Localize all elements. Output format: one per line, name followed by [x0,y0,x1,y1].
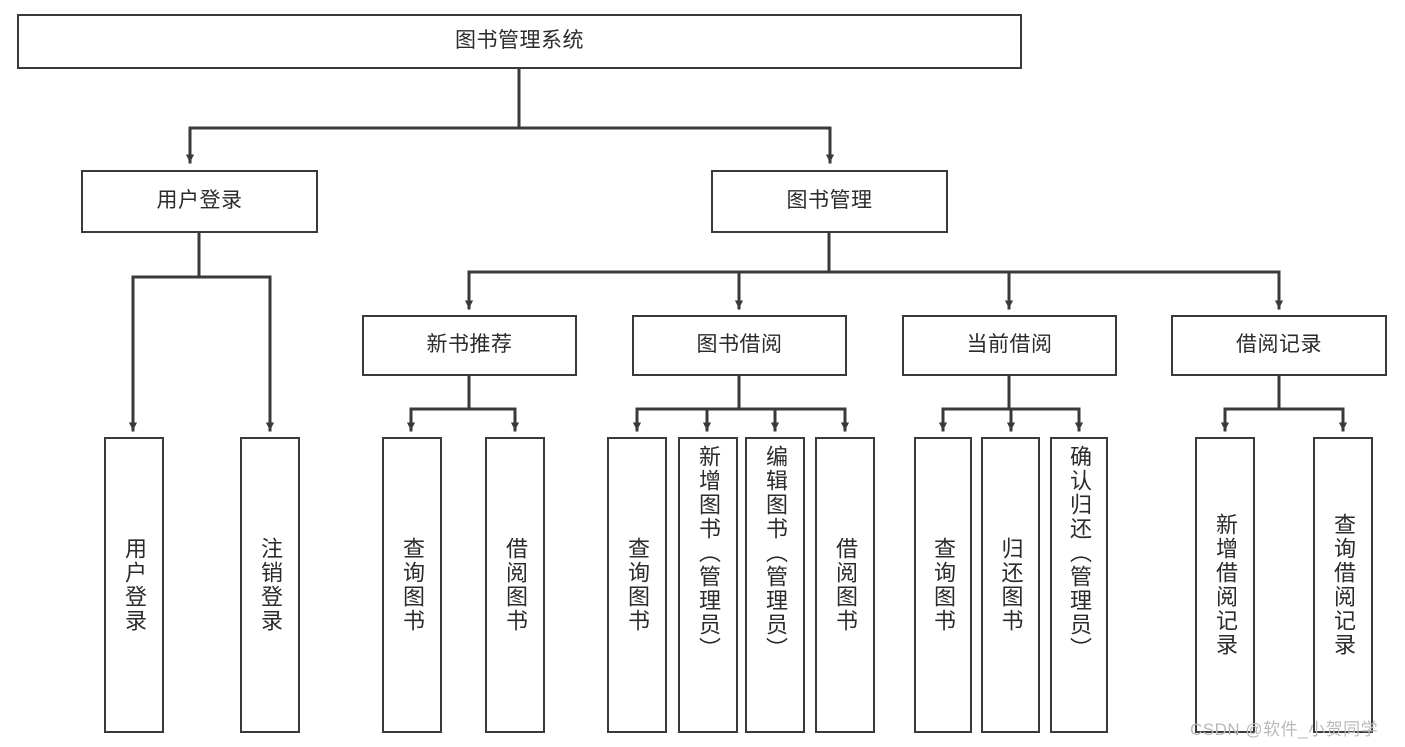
node-root-system[interactable]: 图书管理系统 [17,14,1022,69]
node-book-management-label: 图书管理 [786,189,873,213]
node-current-borrow-label: 当前借阅 [966,333,1053,357]
leaf-record-query-record[interactable]: 查询借阅记录 [1313,437,1373,733]
node-book-borrow-label: 图书借阅 [696,333,783,357]
leaf-newbook-query-book-label: 查询图书 [399,537,425,633]
node-root-system-label: 图书管理系统 [455,29,584,53]
leaf-user-login-signout-label: 注销登录 [257,537,283,633]
node-new-book-recommend-label: 新书推荐 [426,333,513,357]
leaf-borrow-edit-book-admin[interactable]: 编辑图书（管理员） [745,437,805,733]
leaf-current-confirm-return-admin[interactable]: 确认归还（管理员） [1050,437,1108,733]
leaf-newbook-borrow-book[interactable]: 借阅图书 [485,437,545,733]
leaf-borrow-borrow-book-label: 借阅图书 [832,537,858,633]
leaf-newbook-query-book[interactable]: 查询图书 [382,437,442,733]
leaf-borrow-query-book-label: 查询图书 [624,537,650,633]
node-new-book-recommend[interactable]: 新书推荐 [362,315,577,376]
leaf-borrow-edit-book-admin-label: 编辑图书（管理员） [762,445,788,661]
leaf-record-add-record[interactable]: 新增借阅记录 [1195,437,1255,733]
node-book-management[interactable]: 图书管理 [711,170,948,233]
leaf-user-login-signout[interactable]: 注销登录 [240,437,300,733]
leaf-user-login-signin-label: 用户登录 [121,537,147,633]
node-user-login[interactable]: 用户登录 [81,170,318,233]
leaf-record-add-record-label: 新增借阅记录 [1212,513,1238,657]
node-borrow-record[interactable]: 借阅记录 [1171,315,1387,376]
leaf-borrow-add-book-admin-label: 新增图书（管理员） [695,445,721,661]
leaf-current-query-book-label: 查询图书 [930,537,956,633]
leaf-current-return-book[interactable]: 归还图书 [981,437,1040,733]
node-borrow-record-label: 借阅记录 [1236,333,1322,357]
leaf-record-query-record-label: 查询借阅记录 [1330,513,1356,657]
leaf-current-confirm-return-admin-label: 确认归还（管理员） [1066,445,1092,661]
leaf-borrow-borrow-book[interactable]: 借阅图书 [815,437,875,733]
leaf-current-query-book[interactable]: 查询图书 [914,437,972,733]
leaf-user-login-signin[interactable]: 用户登录 [104,437,164,733]
leaf-borrow-add-book-admin[interactable]: 新增图书（管理员） [678,437,738,733]
node-user-login-label: 用户登录 [156,189,243,213]
leaf-borrow-query-book[interactable]: 查询图书 [607,437,667,733]
node-book-borrow[interactable]: 图书借阅 [632,315,847,376]
leaf-newbook-borrow-book-label: 借阅图书 [502,537,528,633]
node-current-borrow[interactable]: 当前借阅 [902,315,1117,376]
leaf-current-return-book-label: 归还图书 [998,537,1024,633]
